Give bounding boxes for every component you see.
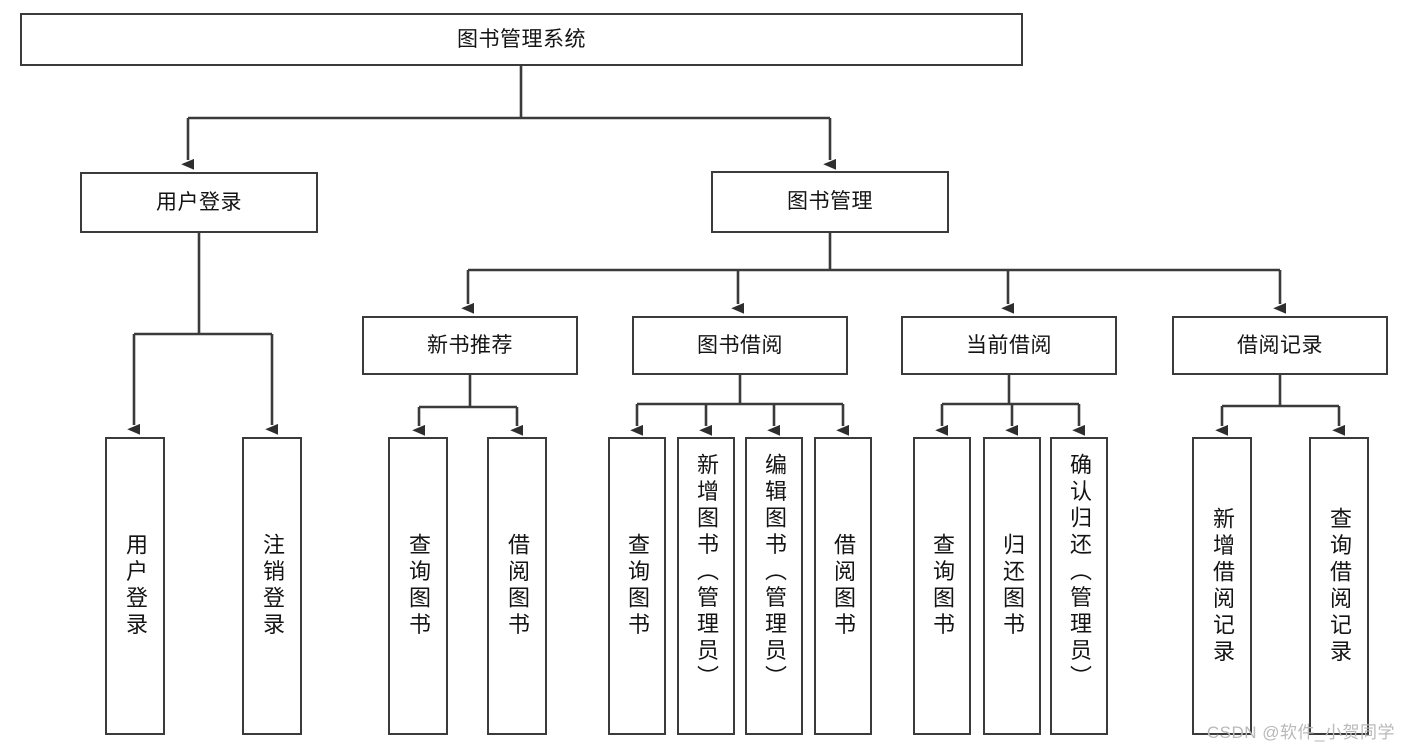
node-leaf-add-borrow-record-label: 新增借阅记录 — [1210, 506, 1235, 666]
node-current-borrow-label: 当前借阅 — [966, 333, 1052, 357]
node-root-label: 图书管理系统 — [457, 27, 586, 51]
node-leaf-add-book-admin[interactable]: 新增图书（管理员） — [677, 437, 735, 735]
node-user-login-label: 用户登录 — [156, 190, 242, 214]
node-leaf-edit-book-admin-label: 编辑图书（管理员） — [762, 453, 787, 692]
node-book-borrow-label: 图书借阅 — [697, 333, 783, 357]
node-book-manage[interactable]: 图书管理 — [711, 171, 949, 233]
node-new-book-recommend-label: 新书推荐 — [427, 333, 513, 357]
node-leaf-logout-login[interactable]: 注销登录 — [242, 437, 302, 735]
node-leaf-borrow-book-rec-label: 借阅图书 — [505, 533, 530, 639]
node-leaf-borrow-book-borrow[interactable]: 借阅图书 — [814, 437, 872, 735]
node-leaf-user-login[interactable]: 用户登录 — [105, 437, 165, 735]
node-leaf-return-book[interactable]: 归还图书 — [983, 437, 1041, 735]
node-leaf-add-book-admin-label: 新增图书（管理员） — [694, 453, 719, 692]
node-leaf-return-book-label: 归还图书 — [1000, 533, 1025, 639]
node-leaf-query-book-rec-label: 查询图书 — [406, 533, 431, 639]
node-leaf-user-login-label: 用户登录 — [123, 533, 148, 639]
node-leaf-edit-book-admin[interactable]: 编辑图书（管理员） — [745, 437, 803, 735]
node-leaf-query-book-current[interactable]: 查询图书 — [913, 437, 971, 735]
node-leaf-query-book-rec[interactable]: 查询图书 — [388, 437, 448, 735]
node-leaf-query-book-current-label: 查询图书 — [930, 533, 955, 639]
node-book-manage-label: 图书管理 — [787, 190, 873, 214]
node-leaf-query-book-borrow[interactable]: 查询图书 — [608, 437, 666, 735]
node-leaf-confirm-return-admin[interactable]: 确认归还（管理员） — [1050, 437, 1108, 735]
node-leaf-confirm-return-admin-label: 确认归还（管理员） — [1067, 453, 1092, 692]
node-user-login[interactable]: 用户登录 — [80, 172, 318, 233]
node-leaf-query-borrow-record-label: 查询借阅记录 — [1327, 506, 1352, 666]
node-leaf-borrow-book-rec[interactable]: 借阅图书 — [487, 437, 547, 735]
node-borrow-record[interactable]: 借阅记录 — [1172, 316, 1388, 375]
node-new-book-recommend[interactable]: 新书推荐 — [362, 316, 578, 375]
csdn-watermark: CSDN @软件_小贺同学 — [1206, 723, 1395, 742]
node-current-borrow[interactable]: 当前借阅 — [901, 316, 1117, 375]
node-book-borrow[interactable]: 图书借阅 — [632, 316, 848, 375]
node-leaf-borrow-book-borrow-label: 借阅图书 — [831, 533, 856, 639]
node-leaf-query-borrow-record[interactable]: 查询借阅记录 — [1309, 437, 1369, 735]
node-leaf-query-book-borrow-label: 查询图书 — [625, 533, 650, 639]
node-leaf-logout-login-label: 注销登录 — [260, 533, 285, 639]
node-root[interactable]: 图书管理系统 — [20, 13, 1023, 66]
node-borrow-record-label: 借阅记录 — [1237, 333, 1323, 357]
node-leaf-add-borrow-record[interactable]: 新增借阅记录 — [1192, 437, 1252, 735]
